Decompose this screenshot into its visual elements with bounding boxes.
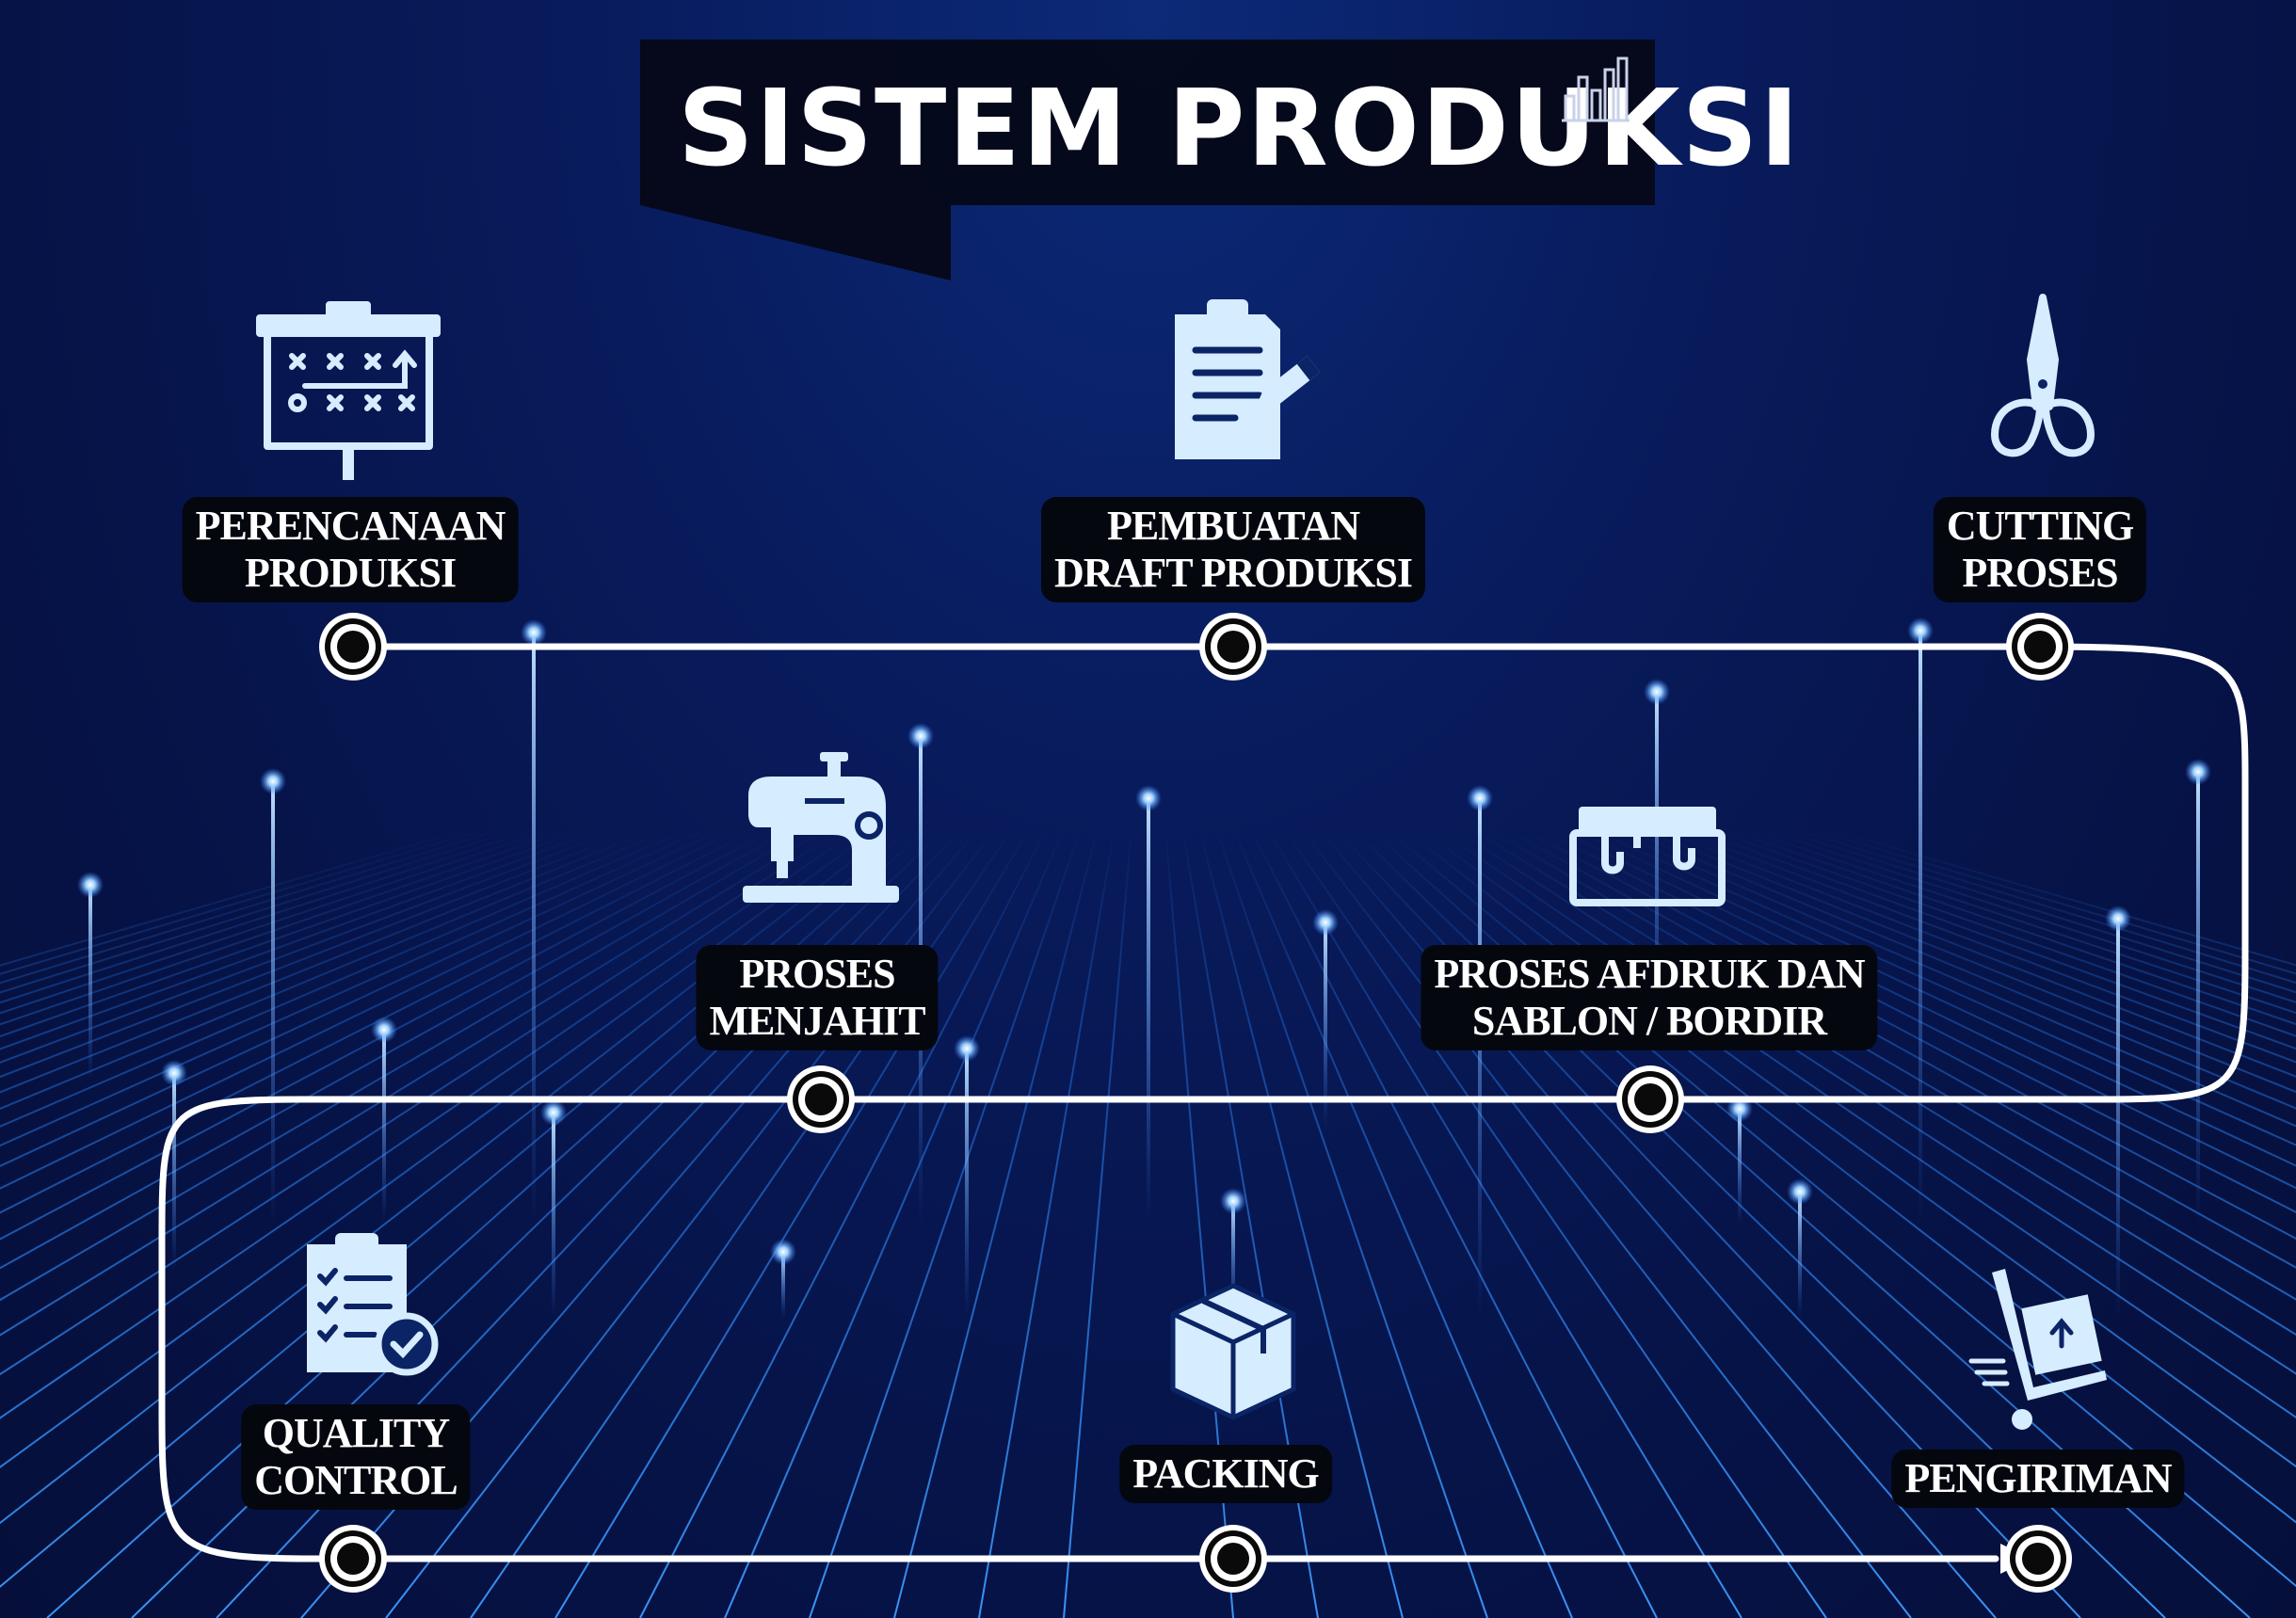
sewing-machine-icon [743, 752, 899, 903]
beam-glow [77, 872, 104, 898]
beam-glow [1220, 1188, 1246, 1214]
scissors-icon [1991, 294, 2095, 457]
hand-truck-icon [1968, 1269, 2107, 1430]
step-nodes [319, 613, 2074, 1593]
light-beam [1478, 798, 1482, 1318]
light-beam [1231, 1201, 1235, 1318]
light-beam [271, 781, 275, 1224]
light-beam [2196, 772, 2200, 1224]
light-beam [1655, 692, 1659, 1035]
beam-glow [1644, 679, 1670, 705]
title-panel [640, 40, 1655, 205]
beam-glow [1312, 909, 1339, 936]
beam-glow [1135, 785, 1162, 811]
screen-print-icon [1569, 807, 1726, 906]
clipboard-pen-icon [1175, 299, 1321, 459]
light-beam [965, 1049, 969, 1318]
beam-glow [1467, 785, 1493, 811]
step-node-core [805, 1083, 837, 1115]
step-node-core [1634, 1083, 1666, 1115]
step-node-core [2024, 631, 2056, 663]
beam-glow [1907, 617, 1934, 644]
light-beam [532, 633, 536, 1224]
beam-glow [540, 1099, 567, 1126]
beam-glow [521, 619, 547, 646]
checklist-icon [307, 1233, 439, 1376]
light-beam [172, 1073, 176, 1271]
light-beam [1919, 631, 1922, 1224]
step-node-core [2022, 1543, 2054, 1575]
bar-chart-icon [1562, 56, 1630, 122]
light-beam [88, 885, 92, 1082]
step-label-pengiriman: PENGIRIMAN [1891, 1450, 2185, 1508]
page-title: SISTEM PRODUKSI [678, 68, 1801, 190]
beam-glow [770, 1239, 796, 1265]
strategy-board-icon [256, 301, 441, 480]
step-label-packing: PACKING [1119, 1445, 1332, 1503]
light-beam [552, 1113, 555, 1318]
step-node-core [337, 631, 369, 663]
light-beam [1738, 1109, 1742, 1224]
light-beam [1147, 798, 1150, 1224]
beam-glow [907, 723, 934, 749]
light-beams [77, 617, 2211, 1318]
title-panel-tail [640, 205, 951, 280]
beam-glow [161, 1060, 187, 1086]
light-beam [781, 1252, 785, 1318]
box-icon [1170, 1283, 1296, 1420]
beam-glow [2185, 759, 2211, 785]
process-flow-line [158, 643, 2249, 1562]
light-beam [1798, 1192, 1802, 1318]
step-node-core [1217, 631, 1249, 663]
step-node-core [337, 1543, 369, 1575]
step-node-core [1217, 1543, 1249, 1575]
light-beam [1324, 922, 1327, 1129]
beam-glow [260, 768, 286, 794]
beam-glow [371, 1017, 397, 1043]
light-beam [382, 1030, 386, 1224]
beam-glow [954, 1035, 980, 1062]
light-beam [2116, 919, 2120, 1318]
beam-glow [2105, 905, 2131, 932]
beam-glow [1787, 1178, 1813, 1205]
